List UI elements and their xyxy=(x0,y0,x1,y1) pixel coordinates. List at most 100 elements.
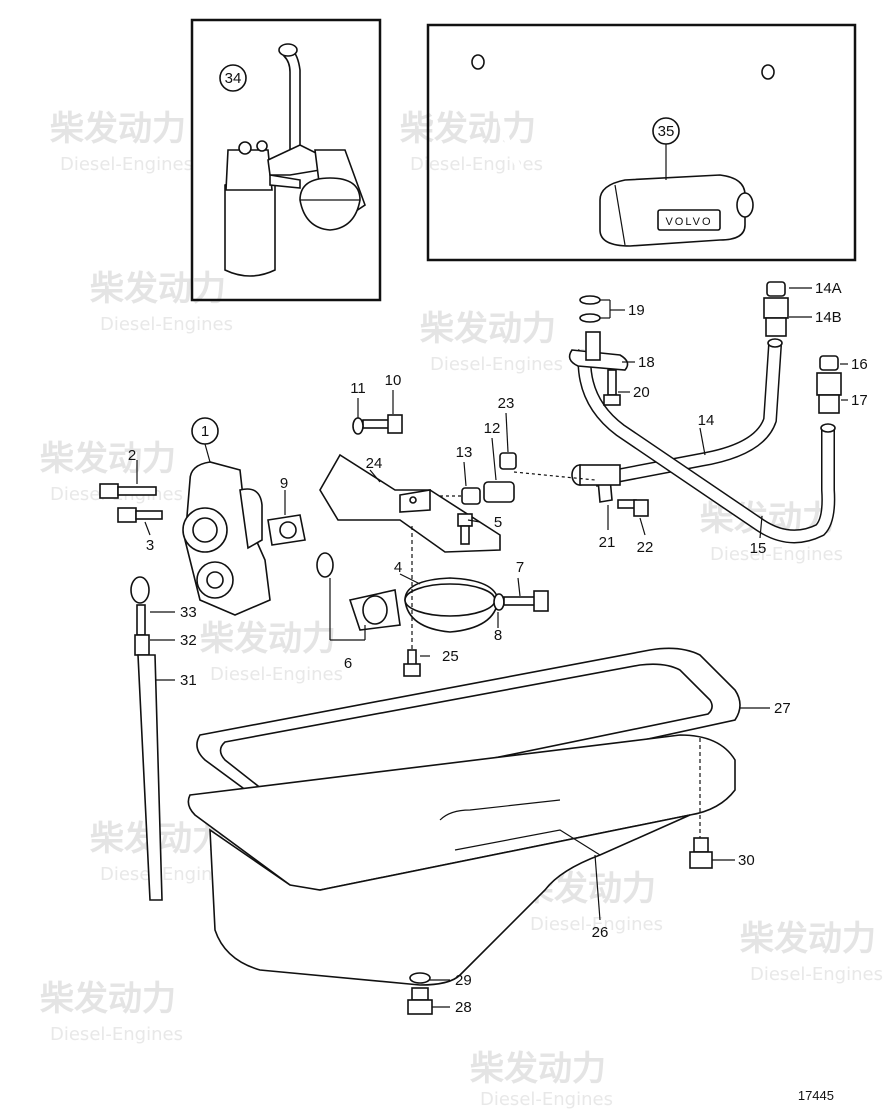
svg-text:柴发动力: 柴发动力 xyxy=(400,109,536,149)
callout-12: 12 xyxy=(484,420,501,437)
part-6-oring xyxy=(316,552,334,578)
inset-link xyxy=(269,174,301,189)
watermark: 柴发动力 Diesel-Engines xyxy=(420,309,563,375)
part-33-stem xyxy=(136,604,146,636)
callout-bubble xyxy=(191,417,219,445)
callout-4: 4 xyxy=(394,559,402,576)
callout-33: 33 xyxy=(180,604,197,621)
callout-23: 23 xyxy=(498,395,515,412)
part-14b-nut xyxy=(763,297,789,319)
part-20-bolt xyxy=(607,369,617,396)
svg-text:Diesel-Engines: Diesel-Engines xyxy=(480,1089,613,1110)
part-7-head xyxy=(533,590,549,612)
part-11-washer xyxy=(352,417,364,435)
part-1-oil-pump xyxy=(182,461,306,616)
inset-frame xyxy=(190,18,382,302)
part-30-shank xyxy=(693,837,709,853)
part-18-stub xyxy=(585,331,601,361)
callout-31: 31 xyxy=(180,672,197,689)
callout-18: 18 xyxy=(638,354,655,371)
pipe-end xyxy=(471,54,485,70)
svg-text:柴发动力: 柴发动力 xyxy=(40,439,176,479)
watermark: 柴发动力 Diesel-Engines xyxy=(740,919,883,985)
callout-26: 26 xyxy=(592,924,609,941)
pipe-end xyxy=(761,64,775,80)
watermark: 柴发动力 Diesel-Engines xyxy=(40,979,183,1045)
inset-oil-cooler: VOLVO 35 xyxy=(426,23,857,262)
callout-13: 13 xyxy=(456,444,473,461)
part-10-head xyxy=(387,414,403,434)
callout-25: 25 xyxy=(442,648,459,665)
part-28-head xyxy=(407,999,433,1015)
svg-text:Diesel-Engines: Diesel-Engines xyxy=(410,154,543,175)
part-23-nut xyxy=(499,452,517,470)
part-28-plug xyxy=(411,987,429,1001)
callout-27: 27 xyxy=(774,700,791,717)
callout-19: 19 xyxy=(628,302,645,319)
svg-text:柴发动力: 柴发动力 xyxy=(470,1049,606,1089)
part-14a-cap xyxy=(766,281,786,297)
part-22-head xyxy=(633,499,649,517)
callout-24: 24 xyxy=(366,455,383,472)
callout-21: 21 xyxy=(599,534,616,551)
part-10-bolt xyxy=(362,419,392,429)
delivery-pipes xyxy=(577,338,836,544)
callout-35: 35 xyxy=(658,123,675,140)
part-16-cap xyxy=(819,355,839,371)
svg-text:Diesel-Engines: Diesel-Engines xyxy=(710,544,843,565)
callout-22: 22 xyxy=(637,539,654,556)
part-20-head xyxy=(603,394,621,406)
part-25-head xyxy=(403,663,421,677)
svg-text:柴发动力: 柴发动力 xyxy=(40,979,176,1019)
leader-lines xyxy=(136,287,848,1008)
callout-6: 6 xyxy=(344,655,352,672)
part-3-bolt xyxy=(135,510,163,520)
part-14b-body xyxy=(765,317,787,337)
part-3-head xyxy=(117,507,137,523)
svg-text:柴发动力: 柴发动力 xyxy=(50,109,186,149)
cooler-brand-text: VOLVO xyxy=(665,216,712,228)
cooler-end xyxy=(736,192,754,218)
part-32-seal xyxy=(134,634,150,656)
callout-20: 20 xyxy=(633,384,650,401)
svg-text:Diesel-Engines: Diesel-Engines xyxy=(750,964,883,985)
part-31-tube xyxy=(137,654,163,901)
part-19-washer xyxy=(579,295,601,305)
svg-text:Diesel-Engines: Diesel-Engines xyxy=(100,864,233,885)
watermark: 柴发动力 Diesel-Engines xyxy=(50,109,193,175)
drawing-number: 17445 xyxy=(798,1088,834,1103)
svg-text:Diesel-Engines: Diesel-Engines xyxy=(50,1024,183,1045)
callout-30: 30 xyxy=(738,852,755,869)
callout-5: 5 xyxy=(494,514,502,531)
svg-text:Diesel-Engines: Diesel-Engines xyxy=(210,664,343,685)
watermark: 柴发动力 Diesel-Engines xyxy=(200,619,343,685)
svg-text:柴发动力: 柴发动力 xyxy=(200,619,336,659)
callout-1: 1 xyxy=(201,423,209,440)
callout-14b: 14B xyxy=(815,309,842,326)
inset-strainer xyxy=(299,177,361,231)
callout-3: 3 xyxy=(146,537,154,554)
callout-15: 15 xyxy=(750,540,767,557)
filter-port xyxy=(256,140,268,152)
part-29-washer xyxy=(409,972,431,984)
callout-32: 32 xyxy=(180,632,197,649)
svg-text:柴发动力: 柴发动力 xyxy=(740,919,876,959)
part-33-handle xyxy=(130,576,150,604)
part-17-nut xyxy=(816,372,842,396)
callout-bubble xyxy=(219,64,247,92)
inset-pipe-cap xyxy=(278,43,298,57)
inset-bracket xyxy=(267,144,321,176)
svg-text:Diesel-Engines: Diesel-Engines xyxy=(60,154,193,175)
callout-16: 16 xyxy=(851,356,868,373)
callout-14a: 14A xyxy=(815,280,842,297)
part-7-bolt xyxy=(503,596,537,606)
part-8-washer xyxy=(493,593,505,611)
callout-29: 29 xyxy=(455,972,472,989)
part-26-oil-pan xyxy=(187,734,736,986)
callout-bubble xyxy=(652,117,680,145)
part-12-union xyxy=(483,481,515,503)
cooler-badge xyxy=(657,209,721,231)
watermark: 柴发动力 Diesel-Engines xyxy=(400,109,543,175)
callouts: 1 2 3 4 5 6 7 8 9 10 11 12 13 14 14A 14B… xyxy=(128,280,868,1016)
